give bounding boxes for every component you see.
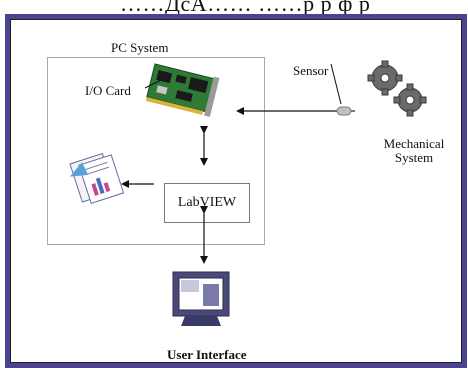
sensor-label: Sensor: [293, 63, 329, 78]
sensor-label-leader: [330, 63, 342, 105]
monitor-icon: [172, 271, 230, 326]
pc-system-label: PC System: [111, 40, 169, 55]
sensor-probe-icon: [336, 106, 355, 116]
labview-label: LabVIEW: [177, 195, 237, 210]
mechanical-system-label-line1: Mechanical: [383, 136, 445, 151]
mechanical-system-label-line2: System: [394, 150, 434, 166]
user-interface-label: User Interface: [167, 347, 247, 362]
diagram-graphics: [69, 60, 427, 326]
labview-box: LabVIEW: [164, 183, 250, 223]
report-document-icon: [69, 152, 125, 205]
diagram-inner-border: [10, 19, 462, 363]
mechanical-system-label: Mechanical System: [374, 136, 454, 166]
io-card-label-leader: [144, 79, 162, 89]
gears-icon: [367, 60, 427, 117]
io-card-label: I/O Card: [85, 83, 131, 98]
cropped-header-text: ……ДсА…… ……р р ф р: [120, 0, 371, 16]
io-card-icon: [145, 63, 220, 117]
